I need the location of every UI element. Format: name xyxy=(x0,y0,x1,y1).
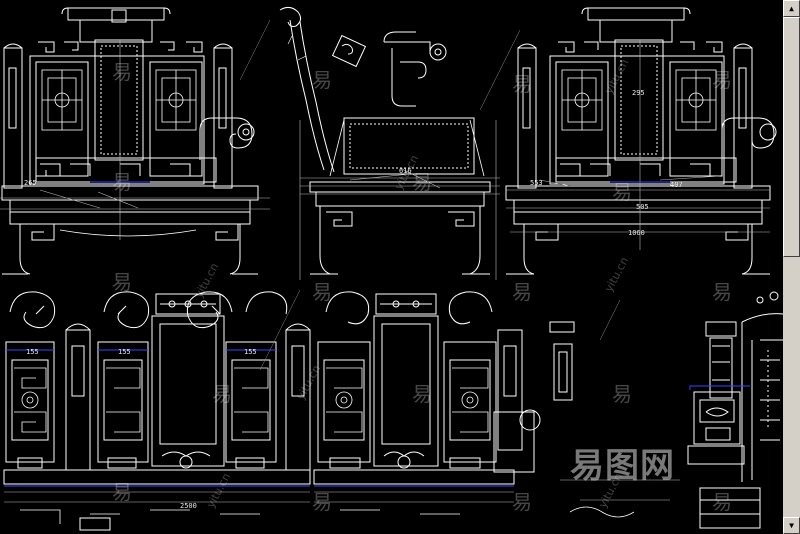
watermark-char: 易 xyxy=(312,280,332,304)
watermark-char: 易 xyxy=(112,170,132,194)
watermark-char: 易 xyxy=(612,382,632,406)
site-logo-watermark: 易图网 xyxy=(570,446,675,486)
throne-side-elevation xyxy=(279,6,500,280)
watermark-char: 易 xyxy=(412,170,432,194)
throne-front-elevation-left xyxy=(0,7,270,275)
triangle-up-icon[interactable]: ▲ xyxy=(783,0,800,17)
watermark-char: 易 xyxy=(712,490,732,514)
screen-elevation-left xyxy=(3,291,311,531)
watermark-char: 易 xyxy=(112,60,132,84)
cad-drawing-canvas[interactable] xyxy=(0,0,783,534)
watermark-char: 易 xyxy=(312,68,332,92)
dim-616: 616 xyxy=(399,167,412,175)
watermark-char: 易 xyxy=(512,72,532,96)
screen-elevation-center xyxy=(313,291,541,515)
dim-2500: 2500 xyxy=(180,502,197,510)
watermark-char: 易 xyxy=(512,490,532,514)
watermark-char: 易 xyxy=(112,480,132,504)
watermark-char: 易 xyxy=(712,280,732,304)
dim-295: 295 xyxy=(632,89,645,97)
watermark-char: 易 xyxy=(312,490,332,514)
dim-155-c: 155 xyxy=(244,348,257,356)
dim-505: 505 xyxy=(636,203,649,211)
dim-553: 553 xyxy=(530,179,543,187)
dim-265: 265 xyxy=(24,179,37,187)
watermark-char: 易 xyxy=(412,382,432,406)
triangle-down-icon[interactable]: ▼ xyxy=(783,517,800,534)
watermark-char: 易 xyxy=(612,180,632,204)
watermark-char: 易 xyxy=(712,68,732,92)
dim-1060: 1060 xyxy=(628,229,645,237)
vertical-scrollbar[interactable]: ▲ ▼ xyxy=(783,0,800,534)
throne-front-elevation-right xyxy=(505,7,777,275)
watermark-char: 易 xyxy=(212,382,232,406)
scrollbar-thumb[interactable] xyxy=(783,17,800,257)
detail-sections-right xyxy=(549,291,783,529)
watermark-char: 易 xyxy=(512,280,532,304)
watermark-char: 易 xyxy=(112,270,132,294)
cad-guide-lines xyxy=(239,19,621,371)
dim-155-a: 155 xyxy=(26,348,39,356)
dim-407: 407 xyxy=(670,181,683,189)
dim-155-b: 155 xyxy=(118,348,131,356)
